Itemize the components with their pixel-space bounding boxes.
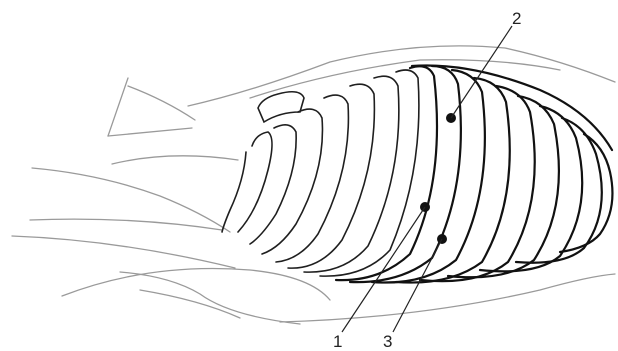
rib (320, 70, 419, 276)
front-ribs (222, 70, 419, 276)
arm-contour-line (112, 156, 238, 164)
callout-label-1: 1 (333, 333, 342, 350)
rib (336, 66, 437, 280)
main-ribs (336, 66, 612, 283)
rib (250, 125, 296, 244)
spine-line (412, 66, 612, 151)
rib (448, 96, 559, 277)
rib (480, 106, 582, 271)
belly-contour-line (120, 272, 300, 324)
shoulder-line (108, 78, 128, 136)
rib (258, 92, 304, 122)
rib (396, 78, 510, 283)
rib (288, 84, 374, 268)
belly-contour-line (62, 268, 330, 300)
shoulder-line (128, 86, 195, 120)
callout-label-2: 2 (512, 10, 521, 27)
belly-contour-line (140, 290, 240, 318)
callout-label-3: 3 (383, 333, 392, 350)
rib (262, 109, 322, 254)
rib (238, 132, 272, 232)
rib (560, 134, 612, 252)
leader-line-3 (393, 239, 442, 332)
rib (304, 76, 399, 272)
arm-contour-line (30, 219, 222, 230)
chest-contour-line (32, 168, 230, 232)
rib (222, 152, 246, 232)
arm-contour-line (12, 236, 235, 268)
shoulder-line (108, 128, 192, 136)
